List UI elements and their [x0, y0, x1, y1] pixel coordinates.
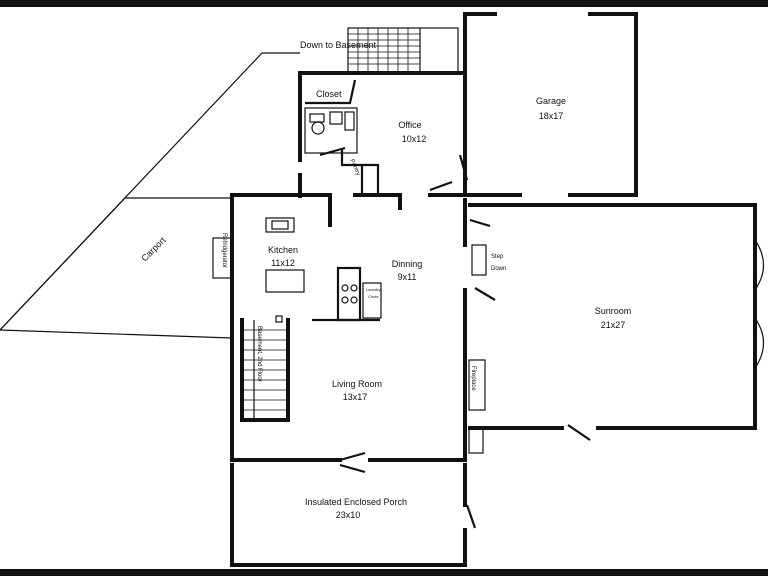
- label-fireplace: Fireplace: [470, 366, 476, 391]
- bottom-border: [0, 569, 768, 576]
- office-walls: [298, 71, 472, 210]
- label-step: Step: [491, 254, 504, 260]
- room-living-size: 13x17: [343, 392, 368, 402]
- main-house-walls: [212, 193, 467, 474]
- room-living-name: Living Room: [332, 379, 382, 389]
- label-laundry-1: Laundry: [366, 287, 380, 292]
- room-porch-size: 23x10: [336, 510, 361, 520]
- room-porch-name: Insulated Enclosed Porch: [305, 497, 407, 507]
- room-kitchen-size: 11x12: [271, 258, 295, 268]
- label-down-to-basement: Down to Basement: [300, 40, 377, 50]
- top-border: [0, 0, 768, 7]
- porch-walls: [230, 463, 477, 567]
- label-laundry-2: Chute: [368, 294, 379, 299]
- label-stairs: Basement, 2nd Floor: [256, 326, 262, 382]
- room-kitchen-name: Kitchen: [268, 245, 298, 255]
- room-office-size: 10x12: [402, 134, 427, 144]
- room-garage-name: Garage: [536, 96, 566, 106]
- room-carport-name: Carport: [139, 235, 168, 264]
- room-closet-name: Closet: [316, 89, 342, 99]
- room-dinning-size: 9x11: [398, 272, 417, 282]
- label-down: Down: [491, 266, 506, 272]
- interior-stairs: [240, 315, 290, 422]
- basement-stairs-top: [347, 27, 459, 75]
- sunroom-walls: [468, 203, 765, 454]
- label-refridgerator: Refridgerator: [221, 233, 227, 268]
- label-pantry: Pantry: [348, 158, 361, 176]
- room-office-name: Office: [398, 120, 421, 130]
- room-sunroom-size: 21x27: [601, 320, 626, 330]
- room-sunroom-name: Sunroom: [595, 306, 632, 316]
- room-dinning-name: Dinning: [392, 259, 423, 269]
- garage-walls: [458, 12, 638, 197]
- room-garage-size: 18x17: [539, 111, 564, 121]
